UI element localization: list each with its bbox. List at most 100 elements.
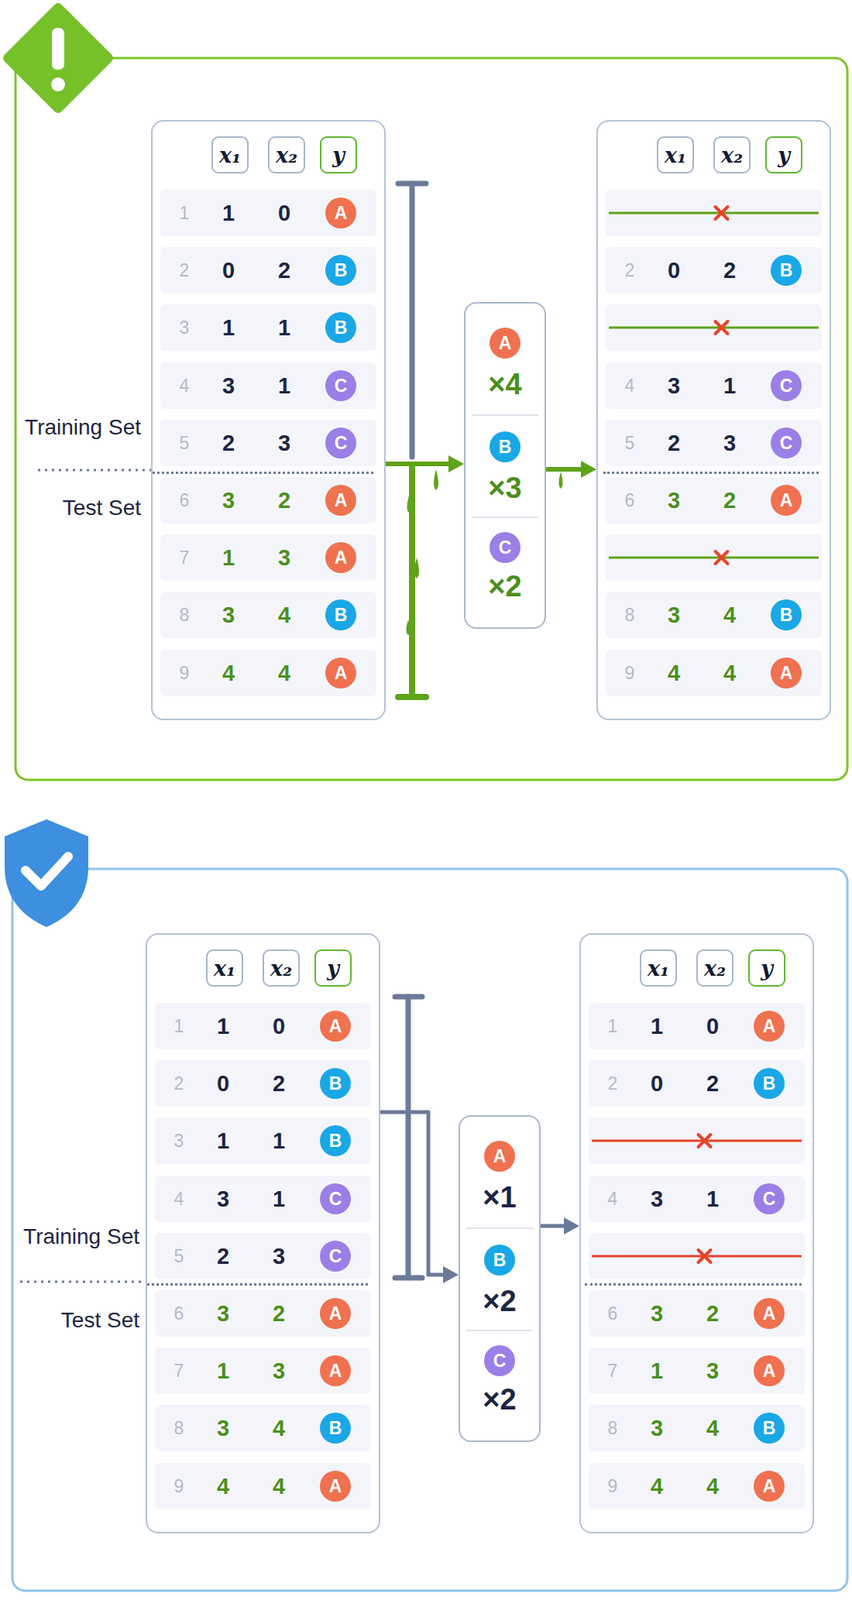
row-number: 4 xyxy=(179,376,190,395)
set-label: Training Set xyxy=(24,415,141,440)
set-label: Test Set xyxy=(23,1308,140,1333)
column-header: x₁ xyxy=(211,136,249,174)
flow-arrow xyxy=(540,1224,571,1229)
separator xyxy=(471,414,539,416)
table-cell: 0 xyxy=(272,1015,286,1038)
row-number: 2 xyxy=(625,261,636,280)
class-badge: A xyxy=(319,1298,351,1330)
table-cell: 1 xyxy=(222,202,235,225)
table-cell: 4 xyxy=(667,661,681,684)
class-badge: A xyxy=(753,1355,785,1387)
class-badge: B xyxy=(489,431,521,463)
class-letter: B xyxy=(779,261,794,280)
class-badge: A xyxy=(325,197,357,229)
row-number: 7 xyxy=(608,1362,619,1381)
row-number: 6 xyxy=(608,1305,619,1323)
class-badge: A xyxy=(325,542,357,574)
split-divider xyxy=(152,471,374,475)
table-cell: 1 xyxy=(650,1360,664,1383)
class-badge: A xyxy=(325,657,357,689)
class-badge: C xyxy=(325,370,357,402)
table-cell: 4 xyxy=(272,1474,286,1498)
table-cell: 3 xyxy=(216,1302,230,1326)
table-cell: 4 xyxy=(650,1474,664,1498)
class-badge: B xyxy=(319,1068,351,1100)
class-badge: B xyxy=(753,1068,785,1100)
table-cell: 1 xyxy=(272,1130,286,1153)
split-divider xyxy=(20,470,152,1282)
separator xyxy=(466,1329,533,1332)
row-number: 4 xyxy=(625,376,636,395)
count-box: ×1×2×2ABC xyxy=(458,1115,541,1443)
table-cell: 1 xyxy=(272,1187,286,1210)
data-table: x₁x₂yABCAABA110202431632713834944 xyxy=(579,933,815,1534)
row-number: 9 xyxy=(608,1477,619,1495)
row-number: 8 xyxy=(179,606,190,625)
class-badge: C xyxy=(753,1183,785,1215)
class-badge: C xyxy=(770,370,802,402)
table-cell: 2 xyxy=(706,1072,719,1096)
row-number: 1 xyxy=(608,1017,619,1036)
class-letter: B xyxy=(329,1132,343,1151)
class-letter: C xyxy=(334,433,348,452)
table-cell: 3 xyxy=(272,1244,286,1268)
table-cell: 3 xyxy=(222,374,235,397)
class-letter: A xyxy=(329,1477,343,1495)
class-letter: B xyxy=(762,1075,777,1093)
table-cell: 1 xyxy=(216,1015,230,1038)
class-letter: C xyxy=(329,1189,343,1208)
class-badge: C xyxy=(325,427,357,459)
class-letter: B xyxy=(329,1075,343,1093)
table-cell: 3 xyxy=(650,1302,664,1326)
row-number: 7 xyxy=(174,1362,185,1381)
class-badge: C xyxy=(319,1183,351,1215)
class-badge: C xyxy=(484,1345,516,1377)
count-value: ×1 xyxy=(482,1182,516,1213)
table-cell: 4 xyxy=(706,1474,719,1498)
shield-icon xyxy=(4,819,89,928)
flow-arrow xyxy=(546,467,588,472)
strike-mark xyxy=(587,1244,807,1268)
table-cell: 0 xyxy=(706,1015,719,1038)
count-value: ×4 xyxy=(487,369,522,399)
flow-arrow xyxy=(385,461,455,467)
class-badge: B xyxy=(325,254,357,286)
column-header: x₁ xyxy=(656,136,694,174)
class-letter: C xyxy=(334,376,348,395)
table-cell: 2 xyxy=(216,1244,230,1268)
strike-mark xyxy=(604,201,824,225)
table-cell: 1 xyxy=(216,1130,230,1153)
class-badge: B xyxy=(484,1244,516,1276)
class-letter: A xyxy=(762,1305,777,1323)
table-cell: 2 xyxy=(667,431,681,454)
column-header: y xyxy=(748,949,786,987)
class-badge: A xyxy=(489,327,521,359)
row-number: 6 xyxy=(174,1305,185,1323)
class-letter: A xyxy=(762,1477,777,1495)
row-number: 9 xyxy=(174,1477,185,1495)
class-letter: B xyxy=(498,438,512,457)
class-badge: A xyxy=(319,1010,351,1042)
class-letter: B xyxy=(762,1419,777,1438)
column-header: y xyxy=(314,949,352,987)
class-letter: B xyxy=(329,1419,343,1438)
class-letter: A xyxy=(334,549,348,567)
table-cell: 3 xyxy=(222,489,235,512)
table-cell: 1 xyxy=(278,374,291,397)
class-letter: C xyxy=(493,1352,507,1371)
class-badge: C xyxy=(770,427,802,459)
table-cell: 2 xyxy=(278,489,291,512)
data-table: x₁x₂yBCCABA202431523632834944 xyxy=(596,120,832,721)
class-letter: C xyxy=(779,376,794,395)
row-number: 3 xyxy=(179,319,190,337)
row-number: 3 xyxy=(174,1132,185,1151)
flow-arrow xyxy=(380,1112,450,1275)
row-number: 8 xyxy=(174,1419,185,1438)
split-divider xyxy=(147,1283,368,1286)
class-badge: A xyxy=(484,1140,516,1172)
table-cell: 1 xyxy=(216,1360,230,1383)
table-cell: 2 xyxy=(723,259,736,282)
class-letter: A xyxy=(334,663,348,682)
column-header: x₂ xyxy=(267,136,306,174)
